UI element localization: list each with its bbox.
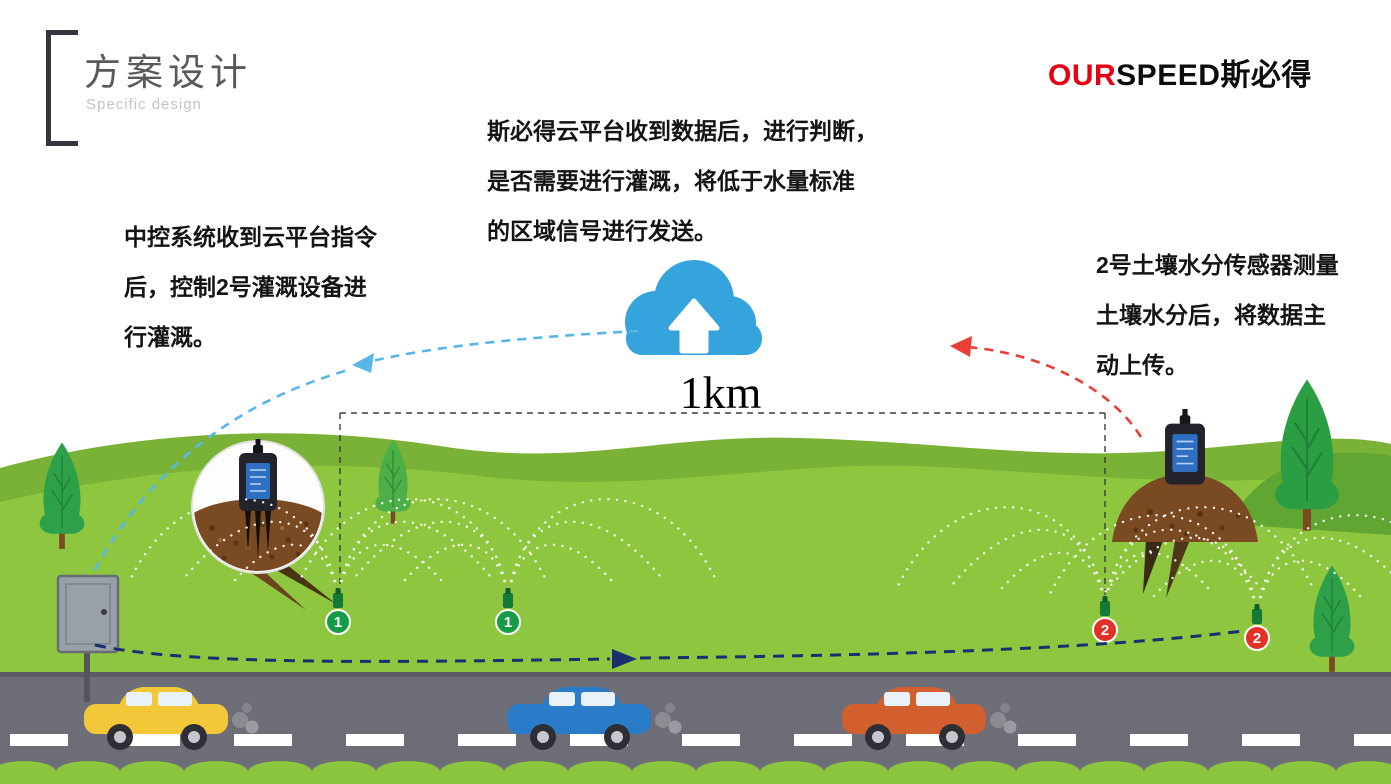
bottom-grass: [0, 761, 1391, 784]
svg-text:2: 2: [1101, 622, 1109, 639]
distance-measure-lines: [339, 412, 1106, 612]
sensor-note-line1: 2号土壤水分传感器测量: [1096, 252, 1339, 278]
page-title: 方案设计: [84, 51, 252, 94]
sensor-note-line3: 动上传。: [1096, 352, 1188, 378]
lane-markings: [10, 734, 1391, 746]
marker-2-left: 2: [1092, 617, 1118, 643]
sensor-probes: [245, 509, 271, 558]
marker-1-right: 1: [495, 609, 521, 635]
cloud-to-control-arrow: [92, 329, 639, 573]
cloud-platform-note: 斯必得云平台收到数据后，进行判断， 是否需要进行灌溉，将低于水量标准 的区域信号…: [487, 106, 878, 256]
brand-logo: OURSPEED斯必得: [1048, 50, 1312, 94]
marker-2-right: 2: [1244, 625, 1270, 651]
sensor-device-icon: [1164, 408, 1206, 486]
sensor-to-cloud-arrow: [965, 345, 1143, 438]
page-subtitle: Specific design: [86, 96, 202, 113]
logo-our: OUR: [1048, 59, 1117, 92]
title-bracket-icon: [46, 30, 78, 146]
control-to-sprinkler-line: [94, 629, 1244, 663]
control-note-line2: 后，控制2号灌溉设备进: [124, 274, 367, 300]
cloud-note-line1: 斯必得云平台收到数据后，进行判断，: [487, 118, 878, 144]
navy-arrowhead-icon: [612, 649, 637, 669]
control-cabinet: [56, 574, 120, 702]
cloud-note-line3: 的区域信号进行发送。: [487, 218, 717, 244]
control-note-line1: 中控系统收到云平台指令: [124, 224, 377, 250]
logo-cn: 斯必得: [1220, 59, 1312, 92]
blue-arrowhead-icon: [352, 353, 374, 373]
svg-text:1: 1: [334, 614, 342, 631]
cloud-note-line2: 是否需要进行灌溉，将低于水量标准: [487, 168, 855, 194]
distance-label: 1km: [679, 367, 762, 418]
soil-texture: [1133, 509, 1241, 537]
upload-arrow-icon: [668, 298, 720, 354]
logo-speed: SPEED: [1116, 59, 1221, 92]
control-system-note: 中控系统收到云平台指令 后，控制2号灌溉设备进 行灌溉。: [124, 212, 377, 362]
marker-1-left: 1: [325, 609, 351, 635]
red-arrowhead-icon: [950, 336, 972, 357]
sensor-note-line2: 土壤水分后，将数据主: [1096, 302, 1326, 328]
svg-text:1: 1: [504, 614, 512, 631]
control-note-line3: 行灌溉。: [124, 324, 216, 350]
sensor-note: 2号土壤水分传感器测量 土壤水分后，将数据主 动上传。: [1096, 240, 1339, 390]
sprinkler-markers: 1 1 2 2: [325, 609, 1270, 651]
svg-text:2: 2: [1253, 630, 1261, 647]
